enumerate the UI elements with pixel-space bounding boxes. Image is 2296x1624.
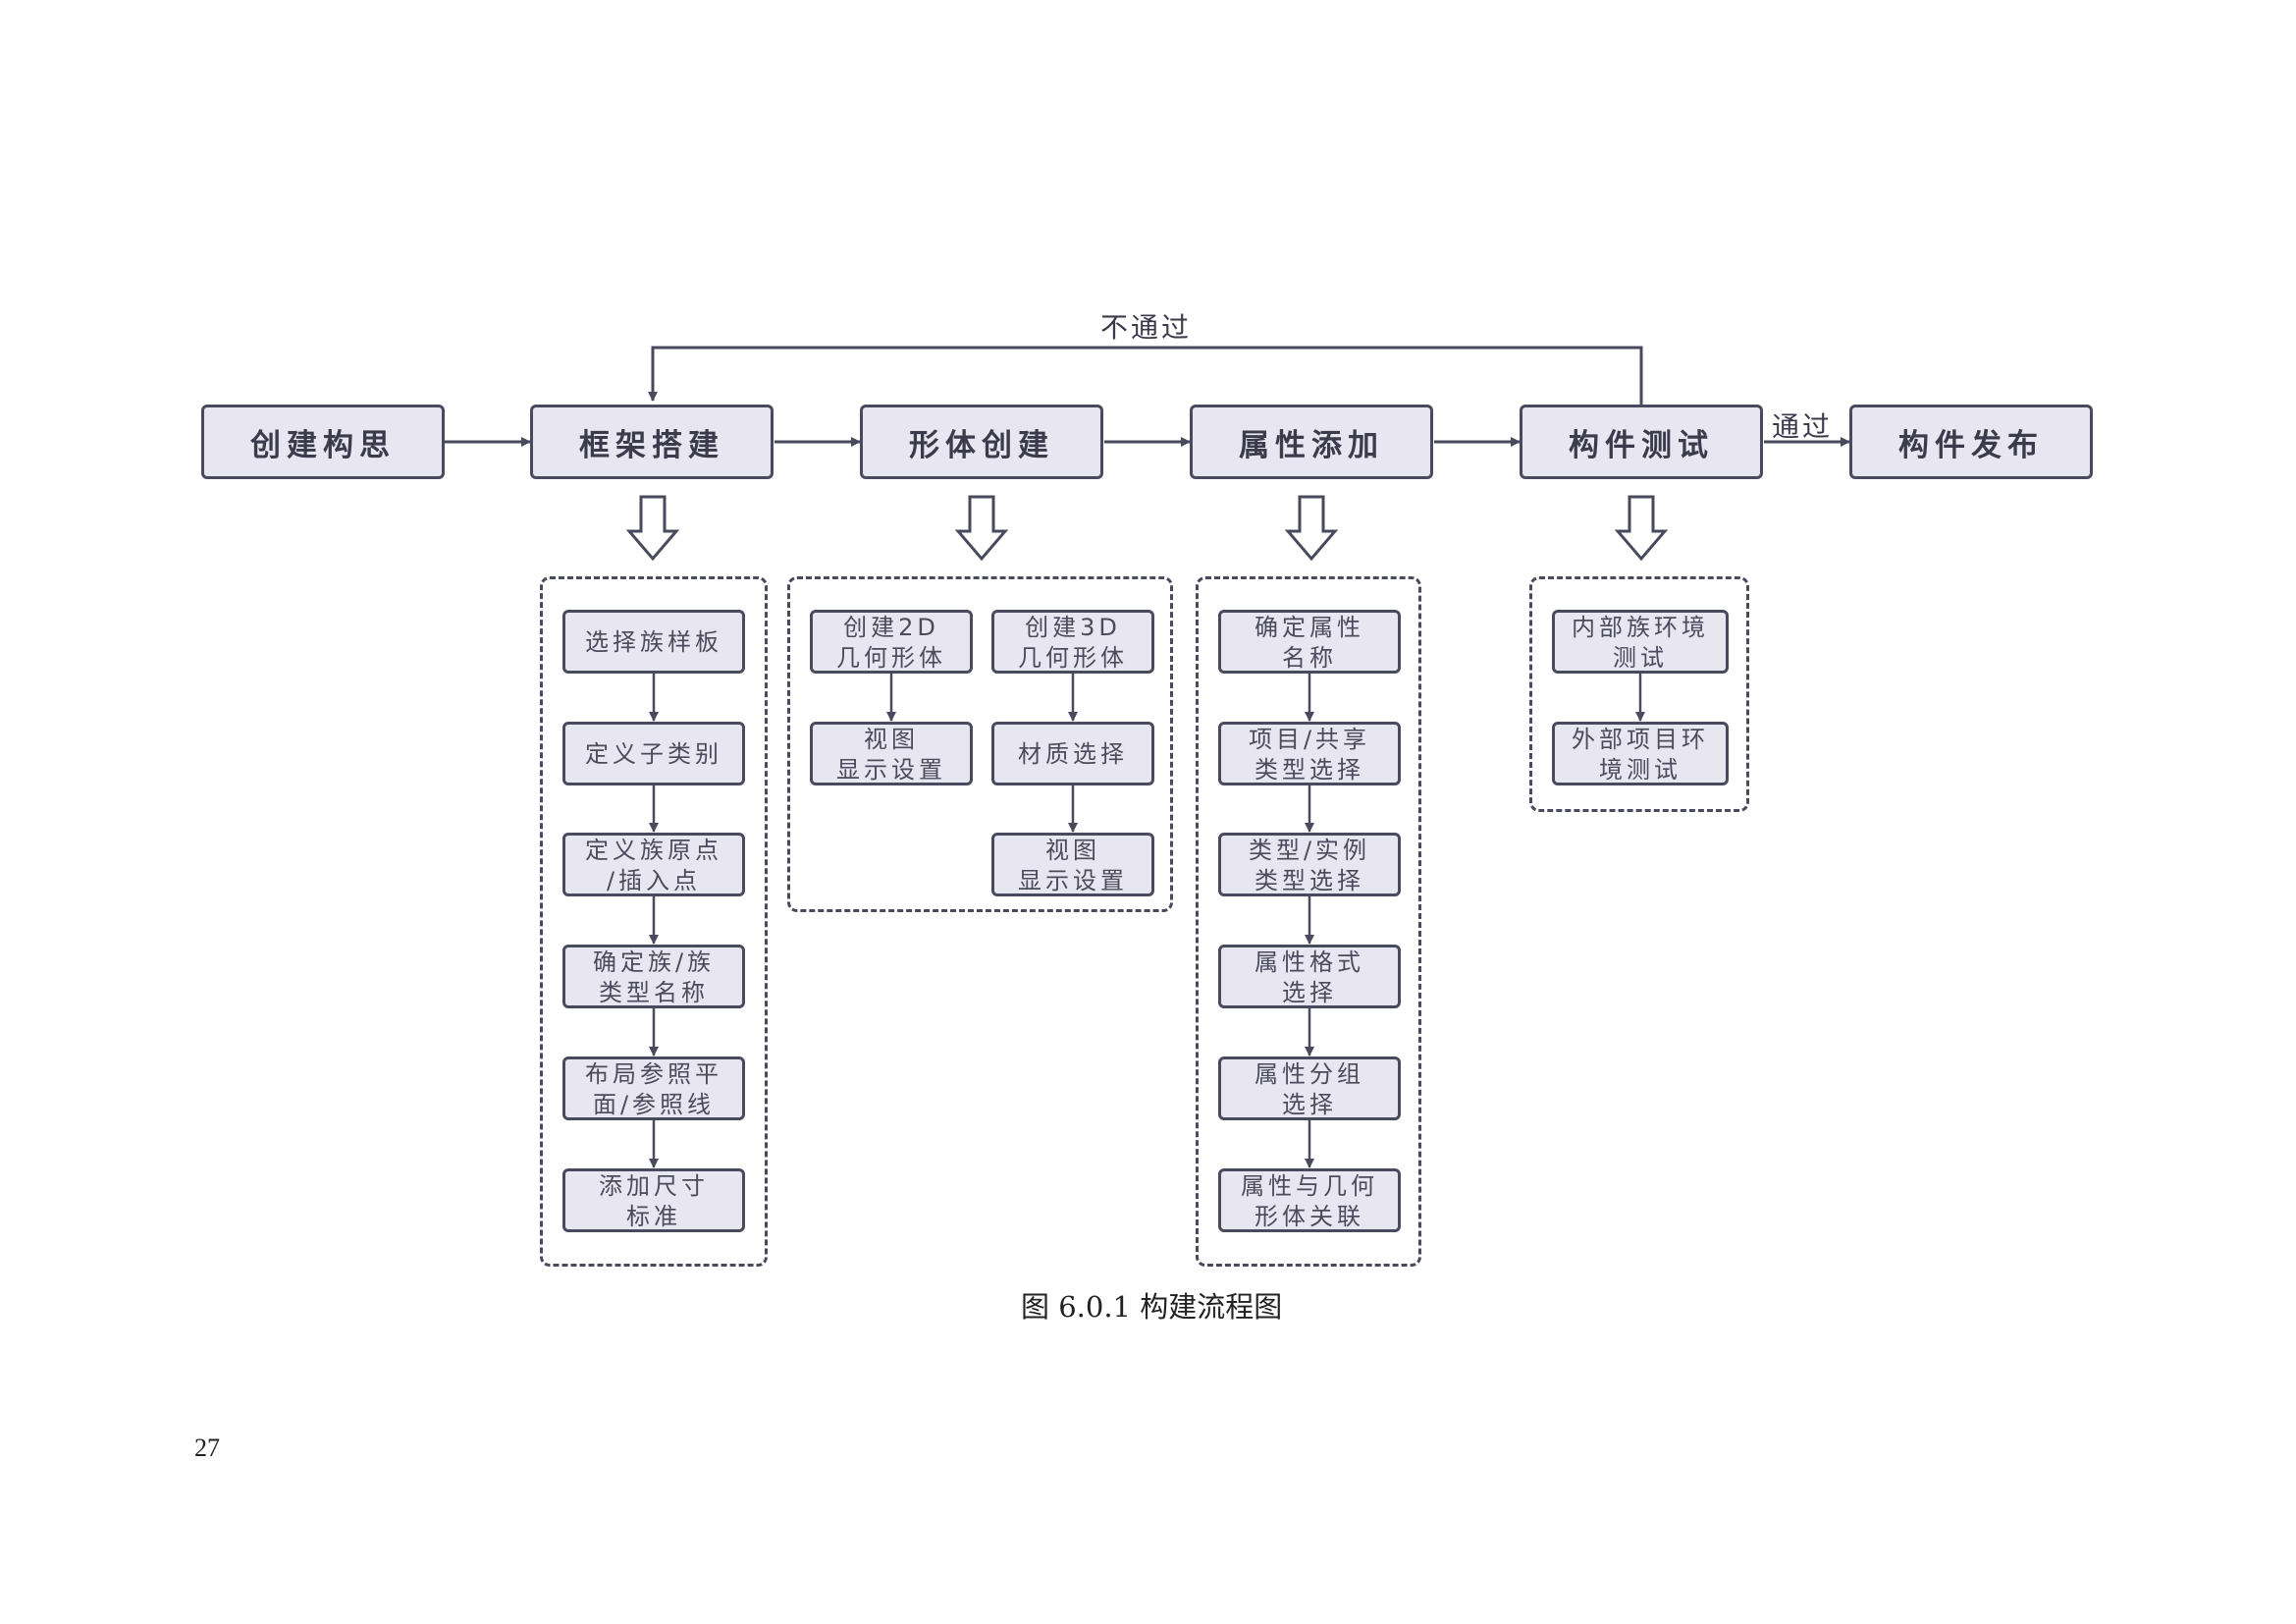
page-number: 27 xyxy=(194,1434,220,1462)
framework-step-2: 定义子类别 xyxy=(562,722,745,785)
attribute-step-6: 属性与几何 形体关联 xyxy=(1218,1168,1401,1232)
fail-label: 不通过 xyxy=(1100,311,1193,344)
pass-label: 通过 xyxy=(1772,410,1834,443)
framework-step-4: 确定族/族 类型名称 xyxy=(562,945,745,1008)
main-step-2: 框架搭建 xyxy=(530,405,774,479)
attribute-step-3: 类型/实例 类型选择 xyxy=(1218,833,1401,896)
test-group xyxy=(1529,576,1749,812)
test-step-2: 外部项目环 境测试 xyxy=(1552,722,1729,785)
attribute-step-4: 属性格式 选择 xyxy=(1218,945,1401,1008)
figure-caption: 图 6.0.1 构建流程图 xyxy=(1021,1290,1283,1324)
main-step-6: 构件发布 xyxy=(1849,405,2093,479)
test-step-1: 内部族环境 测试 xyxy=(1552,610,1729,674)
expand-arrow-2 xyxy=(625,495,680,562)
main-step-1: 创建构思 xyxy=(201,405,445,479)
geometry-group xyxy=(787,576,1173,912)
attribute-group xyxy=(1196,576,1421,1267)
expand-arrow-3 xyxy=(954,495,1009,562)
geometry-2d-step-2: 视图 显示设置 xyxy=(810,722,973,785)
framework-step-1: 选择族样板 xyxy=(562,610,745,674)
main-step-3: 形体创建 xyxy=(860,405,1103,479)
expand-arrow-5 xyxy=(1614,495,1669,562)
geometry-3d-step-2: 材质选择 xyxy=(991,722,1154,785)
attribute-step-1: 确定属性 名称 xyxy=(1218,610,1401,674)
expand-arrow-4 xyxy=(1284,495,1339,562)
geometry-3d-step-3: 视图 显示设置 xyxy=(991,833,1154,896)
attribute-step-2: 项目/共享 类型选择 xyxy=(1218,722,1401,785)
framework-group xyxy=(540,576,768,1267)
geometry-3d-step-1: 创建3D 几何形体 xyxy=(991,610,1154,674)
geometry-2d-step-1: 创建2D 几何形体 xyxy=(810,610,973,674)
main-step-5: 构件测试 xyxy=(1520,405,1763,479)
feedback-loop-arrow xyxy=(648,346,1643,405)
attribute-step-5: 属性分组 选择 xyxy=(1218,1056,1401,1120)
framework-step-5: 布局参照平 面/参照线 xyxy=(562,1056,745,1120)
framework-step-6: 添加尺寸 标准 xyxy=(562,1168,745,1232)
main-step-4: 属性添加 xyxy=(1190,405,1433,479)
framework-step-3: 定义族原点 /插入点 xyxy=(562,833,745,896)
